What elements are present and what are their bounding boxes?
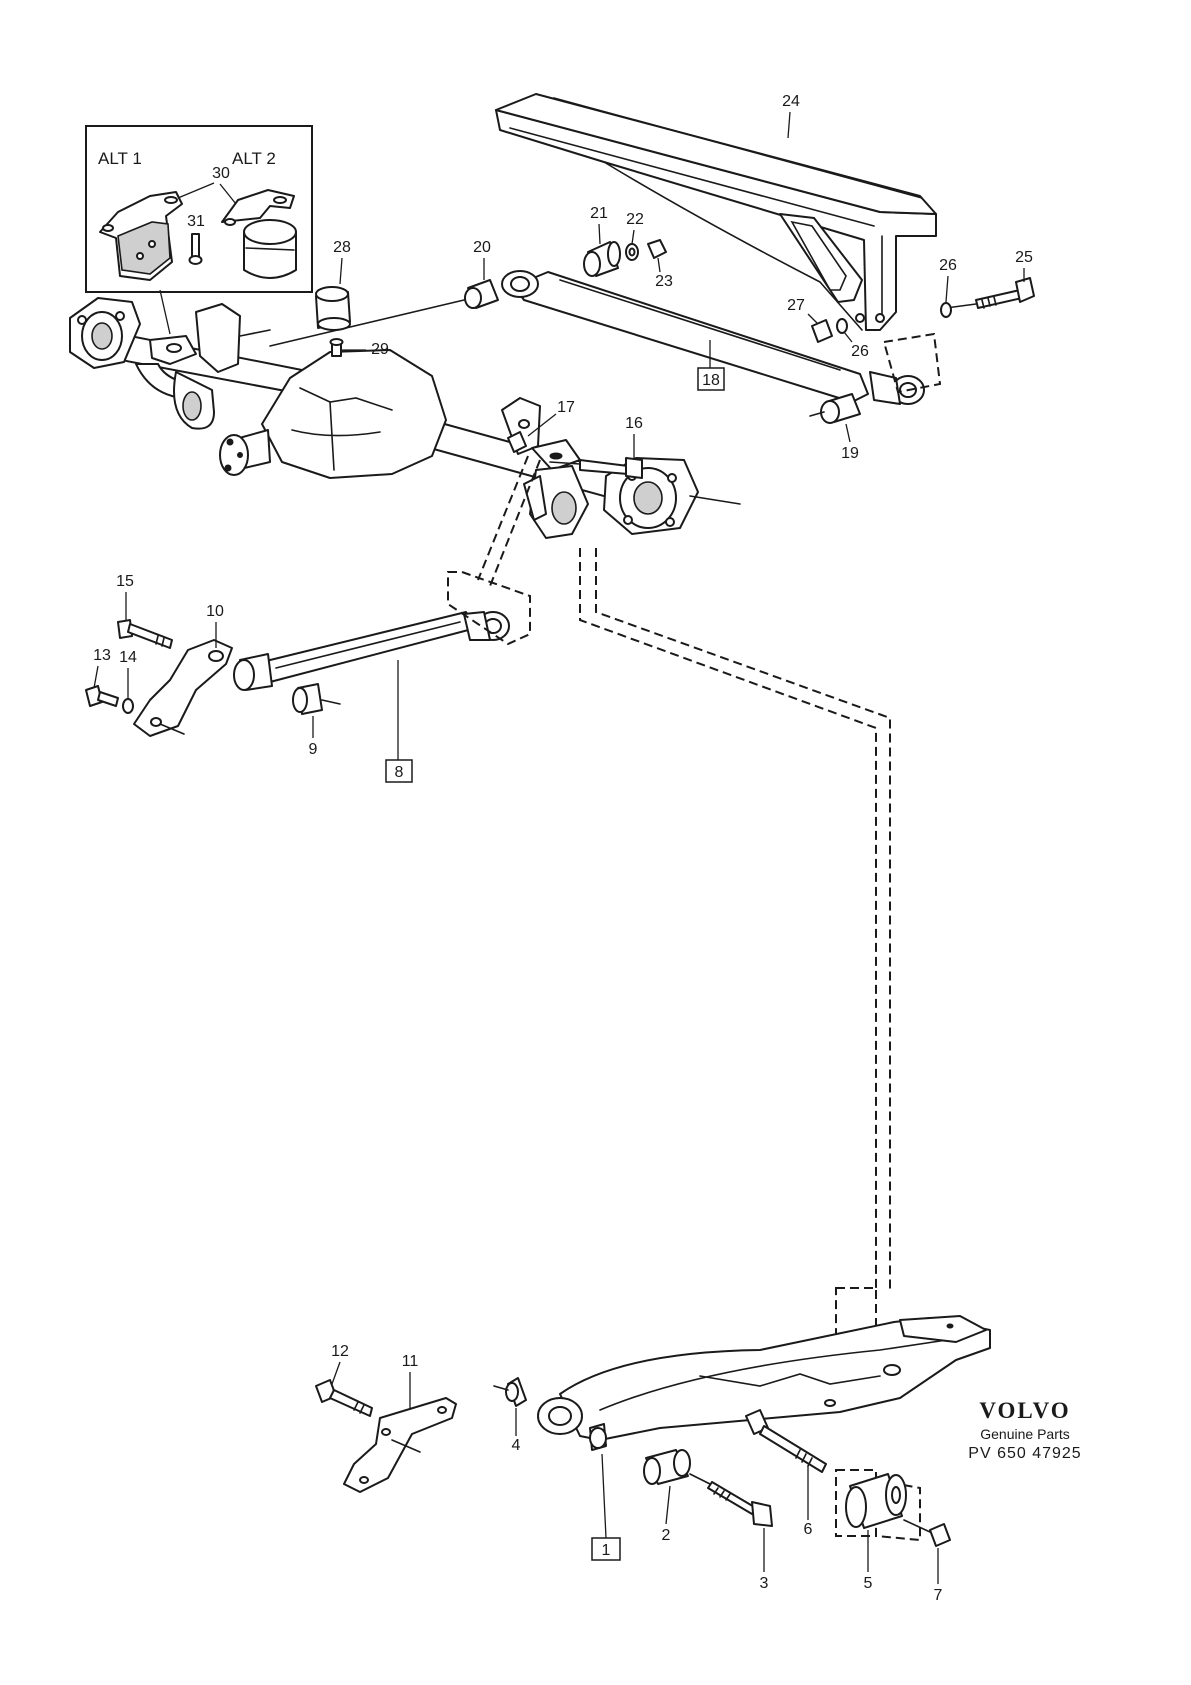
- callout-30: 30: [212, 165, 230, 182]
- callout-4: 4: [512, 1437, 521, 1454]
- callout-14: 14: [119, 649, 137, 666]
- callout-26b: 26: [851, 343, 869, 360]
- frame-rail-24: [495, 93, 937, 331]
- bolt-3: [707, 1481, 773, 1527]
- bolt-6: [745, 1409, 827, 1473]
- bushing-19: [820, 393, 861, 424]
- callout-25: 25: [1015, 249, 1033, 266]
- alt2-label: ALT 2: [232, 149, 276, 168]
- callout-3: 3: [760, 1575, 769, 1592]
- bushing-5: [845, 1473, 907, 1529]
- callout-5: 5: [864, 1575, 873, 1592]
- bolt-16: [579, 457, 643, 479]
- bracket-11: [343, 1397, 457, 1493]
- nut-7: [929, 1523, 951, 1547]
- callout-2: 2: [662, 1527, 671, 1544]
- callout-28: 28: [333, 239, 351, 256]
- callout-8-box: [385, 759, 413, 783]
- callout-29: 29: [371, 341, 389, 358]
- screw-31: [188, 233, 203, 265]
- alt2-bushing-bracket: [221, 189, 297, 279]
- callout-23: 23: [655, 273, 673, 290]
- callout-19: 19: [841, 445, 859, 462]
- panhard-bracket-10: [133, 639, 233, 737]
- bolt-25: [975, 277, 1035, 309]
- trailing-arm-1: [537, 1315, 991, 1451]
- alt1-bushing-bracket: [99, 191, 183, 281]
- screw-29: [329, 338, 344, 357]
- nut-23: [647, 239, 667, 259]
- washer-26b: [836, 318, 848, 334]
- bushing-9: [292, 683, 323, 715]
- callout-22: 22: [626, 211, 644, 228]
- callout-9: 9: [309, 741, 318, 758]
- part-catalog-code: PV 650 47925: [968, 1445, 1082, 1462]
- callout-13: 13: [93, 647, 111, 664]
- callout-16: 16: [625, 415, 643, 432]
- callout-10: 10: [206, 603, 224, 620]
- callout-1: 1: [602, 1542, 611, 1559]
- bolt-13: [85, 685, 119, 707]
- alt1-label: ALT 1: [98, 149, 142, 168]
- callout-20: 20: [473, 239, 491, 256]
- callout-6: 6: [804, 1521, 813, 1538]
- callout-24: 24: [782, 93, 800, 110]
- bushing-4: [505, 1377, 527, 1407]
- callout-18-box: [697, 367, 725, 391]
- callout-15: 15: [116, 573, 134, 590]
- callout-12: 12: [331, 1343, 349, 1360]
- inset-alt-bushings: ALT 1 ALT 2 31 30: [85, 125, 313, 293]
- callout-1-box: [591, 1537, 621, 1561]
- bump-stop-28: [315, 286, 351, 331]
- bolt-15: [117, 619, 173, 649]
- washer-26: [940, 302, 952, 318]
- volvo-genuine-parts-block: VOLVO Genuine Parts PV 650 47925: [955, 1398, 1095, 1463]
- bushing-21: [583, 241, 621, 277]
- washer-14: [122, 698, 134, 714]
- nut-17: [507, 431, 527, 453]
- brand-name: VOLVO: [979, 1398, 1071, 1423]
- callout-17: 17: [557, 399, 575, 416]
- bushing-20: [464, 279, 499, 309]
- callout-27: 27: [787, 297, 805, 314]
- callout-21: 21: [590, 205, 608, 222]
- callout-26: 26: [939, 257, 957, 274]
- brand-subtitle: Genuine Parts: [980, 1426, 1070, 1442]
- callout-8: 8: [395, 764, 404, 781]
- nut-27: [811, 319, 833, 343]
- callout-7: 7: [934, 1587, 943, 1604]
- bolt-12: [315, 1379, 373, 1417]
- callout-31: 31: [187, 213, 205, 230]
- torque-rod-18: [501, 270, 925, 405]
- panhard-rod-8: [233, 611, 510, 691]
- callout-11: 11: [402, 1353, 419, 1370]
- callout-18: 18: [702, 372, 720, 389]
- bushing-2: [643, 1449, 691, 1485]
